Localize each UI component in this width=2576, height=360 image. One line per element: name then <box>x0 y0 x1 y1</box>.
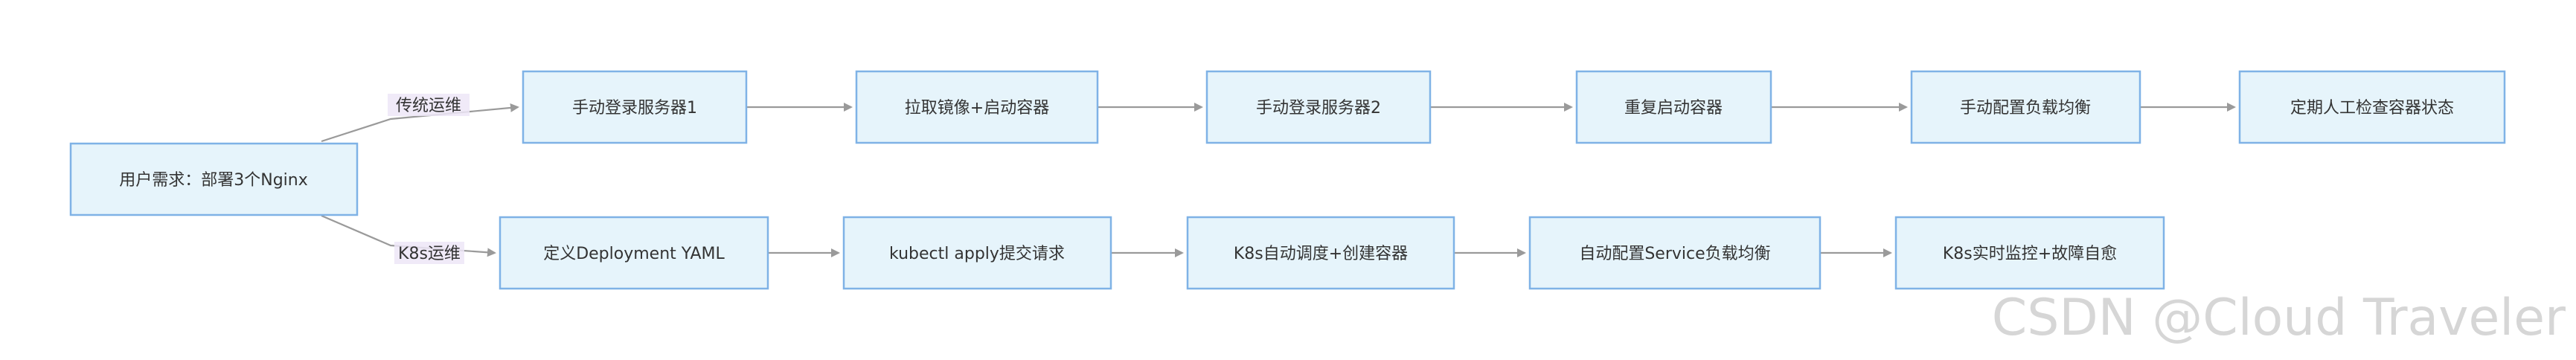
node-trad-6: 定期人工检查容器状态 <box>2238 70 2506 144</box>
node-start: 用户需求：部署3个Nginx <box>69 142 359 216</box>
node-k8s-3: K8s自动调度+创建容器 <box>1186 216 1455 290</box>
edge-label-k8s: K8s运维 <box>394 242 464 264</box>
node-trad-2-label: 拉取镜像+启动容器 <box>905 99 1049 118</box>
edge-label-k8s-text: K8s运维 <box>398 245 461 263</box>
node-trad-4: 重复启动容器 <box>1575 70 1772 144</box>
node-trad-3-label: 手动登录服务器2 <box>1256 99 1381 118</box>
node-k8s-1-label: 定义Deployment YAML <box>543 245 725 263</box>
node-trad-5-label: 手动配置负载均衡 <box>1960 99 2091 118</box>
edge-start-to-traditional <box>321 103 519 143</box>
node-k8s-4-label: 自动配置Service负载均衡 <box>1579 245 1770 263</box>
node-trad-2: 拉取镜像+启动容器 <box>855 70 1099 144</box>
node-k8s-3-label: K8s自动调度+创建容器 <box>1234 245 1408 263</box>
node-trad-3: 手动登录服务器2 <box>1205 70 1432 144</box>
node-trad-5: 手动配置负载均衡 <box>1910 70 2141 144</box>
node-k8s-2: kubectl apply提交请求 <box>842 216 1112 290</box>
watermark-text: CSDN @Cloud Traveler <box>1992 289 2566 347</box>
node-trad-6-label: 定期人工检查容器状态 <box>2290 99 2454 118</box>
node-k8s-2-label: kubectl apply提交请求 <box>889 245 1065 263</box>
edge-label-traditional-text: 传统运维 <box>396 97 461 115</box>
node-trad-1: 手动登录服务器1 <box>522 70 748 144</box>
node-trad-1-label: 手动登录服务器1 <box>572 99 697 118</box>
edges <box>321 103 2236 257</box>
node-k8s-1: 定义Deployment YAML <box>499 216 769 290</box>
node-k8s-5: K8s实时监控+故障自愈 <box>1894 216 2165 290</box>
node-k8s-4: 自动配置Service负载均衡 <box>1528 216 1822 290</box>
node-trad-4-label: 重复启动容器 <box>1624 99 1723 118</box>
edge-label-traditional: 传统运维 <box>388 94 470 116</box>
node-start-label: 用户需求：部署3个Nginx <box>119 171 308 190</box>
node-k8s-5-label: K8s实时监控+故障自愈 <box>1943 245 2117 263</box>
